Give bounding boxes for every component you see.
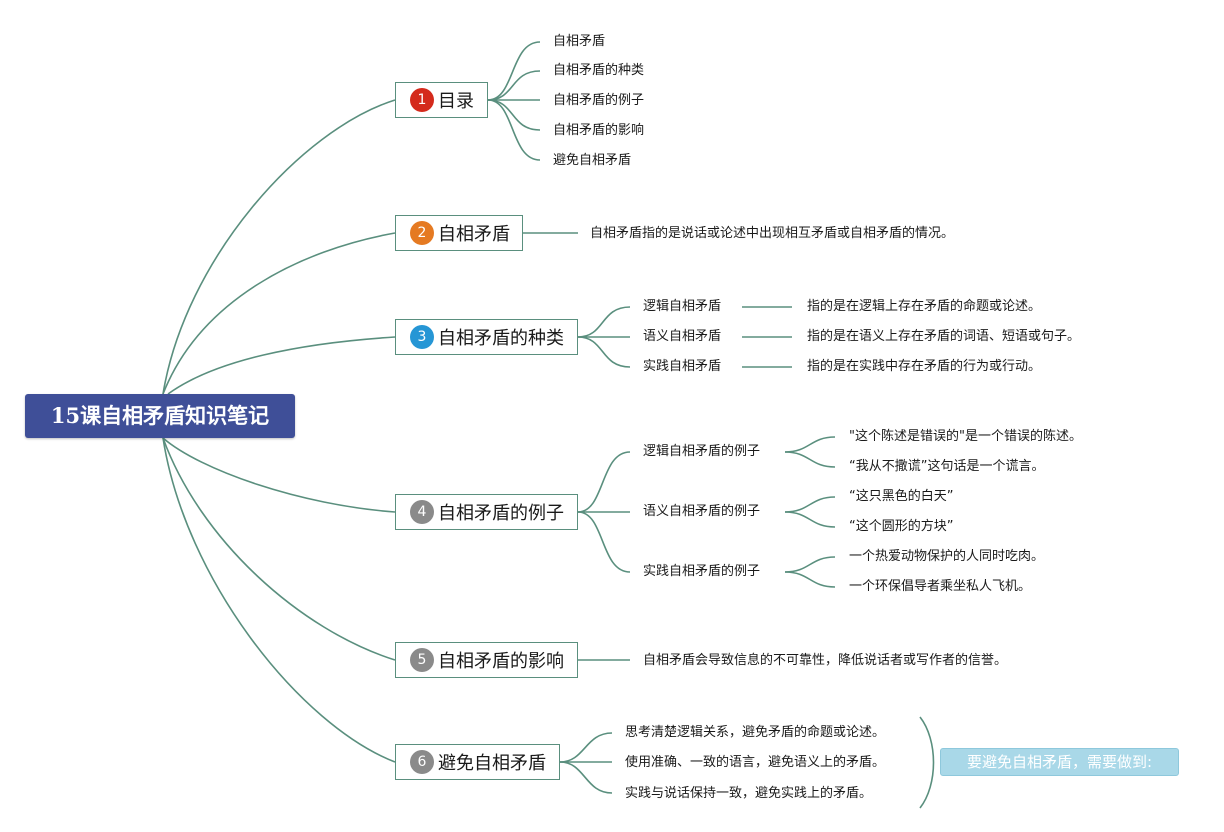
- type-label-practice[interactable]: 实践自相矛盾: [643, 359, 722, 374]
- contents-item[interactable]: 自相矛盾的种类: [553, 63, 645, 78]
- branch-impact[interactable]: 5 自相矛盾的影响: [395, 642, 578, 678]
- edge-root-b1: [162, 99, 396, 395]
- edge-b3-c3: [577, 336, 631, 368]
- example-item[interactable]: “这个圆形的方块”: [849, 519, 954, 534]
- branch-label: 目录: [438, 91, 474, 112]
- avoid-item[interactable]: 使用准确、一致的语言，避免语义上的矛盾。: [625, 755, 886, 770]
- example-group-logic[interactable]: 逻辑自相矛盾的例子: [643, 444, 761, 459]
- edge-b6-c1: [559, 732, 613, 763]
- edge-root-b4: [162, 437, 396, 513]
- branch-label: 自相矛盾的种类: [438, 328, 564, 349]
- example-item[interactable]: “我从不撒谎”这句话是一个谎言。: [849, 459, 1045, 474]
- edge-b6-c3: [559, 761, 613, 794]
- edge-root-b5: [162, 437, 396, 661]
- summary-note[interactable]: 要避免自相矛盾，需要做到:: [940, 748, 1179, 776]
- number-badge-5: 5: [410, 648, 434, 672]
- edge-root-b3: [167, 336, 396, 395]
- edge-b3-c1: [577, 306, 631, 338]
- contents-item[interactable]: 自相矛盾: [553, 34, 606, 49]
- example-item[interactable]: 一个热爱动物保护的人同时吃肉。: [849, 549, 1045, 564]
- edge-root-b6: [162, 437, 396, 763]
- number-badge-6: 6: [410, 750, 434, 774]
- branch-types[interactable]: 3 自相矛盾的种类: [395, 319, 578, 355]
- contents-item[interactable]: 自相矛盾的影响: [553, 123, 645, 138]
- edge-b1-c2: [487, 70, 541, 101]
- edge-b4-e6: [784, 571, 836, 588]
- edge-b1-c5: [487, 99, 541, 161]
- example-group-semantic[interactable]: 语义自相矛盾的例子: [643, 504, 761, 519]
- type-detail-practice[interactable]: 指的是在实践中存在矛盾的行为或行动。: [807, 359, 1042, 374]
- contents-item[interactable]: 避免自相矛盾: [553, 153, 632, 168]
- edge-b4-e5: [784, 556, 836, 573]
- edge-root-b2: [162, 232, 396, 395]
- summary-bracket: [919, 716, 935, 809]
- avoid-item[interactable]: 实践与说话保持一致，避免实践上的矛盾。: [625, 786, 873, 801]
- definition-text[interactable]: 自相矛盾指的是说话或论述中出现相互矛盾或自相矛盾的情况。: [590, 226, 955, 241]
- edge-b1-c4: [487, 99, 541, 131]
- type-label-semantic[interactable]: 语义自相矛盾: [643, 329, 722, 344]
- branch-label: 自相矛盾的影响: [438, 651, 564, 672]
- branch-label: 自相矛盾: [438, 224, 510, 245]
- branch-examples[interactable]: 4 自相矛盾的例子: [395, 494, 578, 530]
- example-item[interactable]: “这只黑色的白天”: [849, 489, 954, 504]
- avoid-item[interactable]: 思考清楚逻辑关系，避免矛盾的命题或论述。: [625, 725, 886, 740]
- edge-b4-e1: [784, 436, 836, 453]
- example-group-practice[interactable]: 实践自相矛盾的例子: [643, 564, 761, 579]
- edge-b4-c1: [577, 451, 631, 513]
- type-detail-logic[interactable]: 指的是在逻辑上存在矛盾的命题或论述。: [807, 299, 1042, 314]
- example-item[interactable]: 一个环保倡导者乘坐私人飞机。: [849, 579, 1032, 594]
- edge-b4-e3: [784, 496, 836, 513]
- edge-b4-c3: [577, 511, 631, 573]
- type-label-logic[interactable]: 逻辑自相矛盾: [643, 299, 722, 314]
- branch-avoid[interactable]: 6 避免自相矛盾: [395, 744, 560, 780]
- type-detail-semantic[interactable]: 指的是在语义上存在矛盾的词语、短语或句子。: [807, 329, 1081, 344]
- edge-b4-e2: [784, 451, 836, 468]
- contents-item[interactable]: 自相矛盾的例子: [553, 93, 645, 108]
- impact-text[interactable]: 自相矛盾会导致信息的不可靠性，降低说话者或写作者的信誉。: [643, 653, 1008, 668]
- number-badge-1: 1: [410, 88, 434, 112]
- branch-label: 避免自相矛盾: [438, 753, 546, 774]
- branch-definition[interactable]: 2 自相矛盾: [395, 215, 523, 251]
- branch-contents[interactable]: 1 目录: [395, 82, 488, 118]
- branch-label: 自相矛盾的例子: [438, 503, 564, 524]
- edge-b1-c1: [487, 41, 541, 101]
- edge-b4-e4: [784, 511, 836, 528]
- number-badge-3: 3: [410, 325, 434, 349]
- number-badge-4: 4: [410, 500, 434, 524]
- number-badge-2: 2: [410, 221, 434, 245]
- example-item[interactable]: "这个陈述是错误的"是一个错误的陈述。: [849, 429, 1082, 444]
- root-topic[interactable]: 15课自相矛盾知识笔记: [25, 394, 295, 438]
